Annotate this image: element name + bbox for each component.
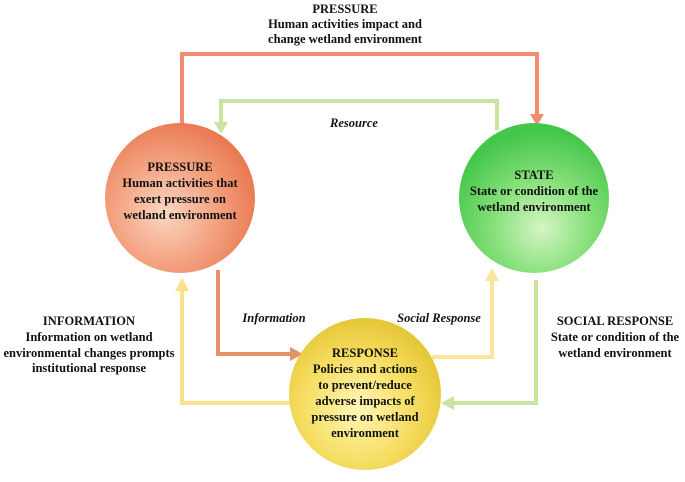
resource-arrow <box>214 99 499 134</box>
resource-label: Resource <box>329 116 378 130</box>
response-circle-line-1: Policies and actions <box>313 362 417 376</box>
top-pressure-line-2: change wetland environment <box>268 32 423 46</box>
state-circle <box>459 123 609 273</box>
state-circle-line-1: State or condition of the <box>470 184 599 198</box>
top-pressure-title: PRESSURE <box>312 2 377 16</box>
social-response-side-line-1: State or condition of the <box>551 330 680 344</box>
state-circle-line-2: wetland environment <box>477 200 591 214</box>
pressure-circle-title: PRESSURE <box>147 160 212 174</box>
response-circle-line-3: adverse impacts of <box>315 394 415 408</box>
information-label: Information <box>241 311 305 325</box>
information-side-title: INFORMATION <box>43 314 135 328</box>
social-response-side-line-2: wetland environment <box>558 346 672 360</box>
response-circle-line-5: environment <box>331 426 400 440</box>
response-circle-line-2: to prevent/reduce <box>318 378 412 392</box>
top-pressure-line-1: Human activities impact and <box>268 17 422 31</box>
pressure-circle-line-1: Human activities that <box>122 176 238 190</box>
state-to-response-arrow <box>441 280 538 410</box>
response-circle <box>289 318 441 470</box>
information-feedback-arrow <box>175 278 292 405</box>
pressure-circle-line-3: wetland environment <box>123 208 237 222</box>
information-side-line-2: environmental changes prompts <box>3 346 174 360</box>
social-response-arrow <box>432 268 499 359</box>
pressure-circle-line-2: exert pressure on <box>134 192 226 206</box>
information-arrow <box>216 270 303 361</box>
response-circle-line-4: pressure on wetland <box>311 410 418 424</box>
social-response-side-title: SOCIAL RESPONSE <box>557 314 673 328</box>
state-circle-title: STATE <box>514 168 553 182</box>
pressure-arrow <box>180 52 544 128</box>
information-side-line-3: institutional response <box>32 361 146 375</box>
information-side-line-1: Information on wetland <box>25 330 152 344</box>
social-response-label: Social Response <box>397 311 481 325</box>
pressure-circle <box>105 123 255 273</box>
response-circle-title: RESPONSE <box>332 346 398 360</box>
